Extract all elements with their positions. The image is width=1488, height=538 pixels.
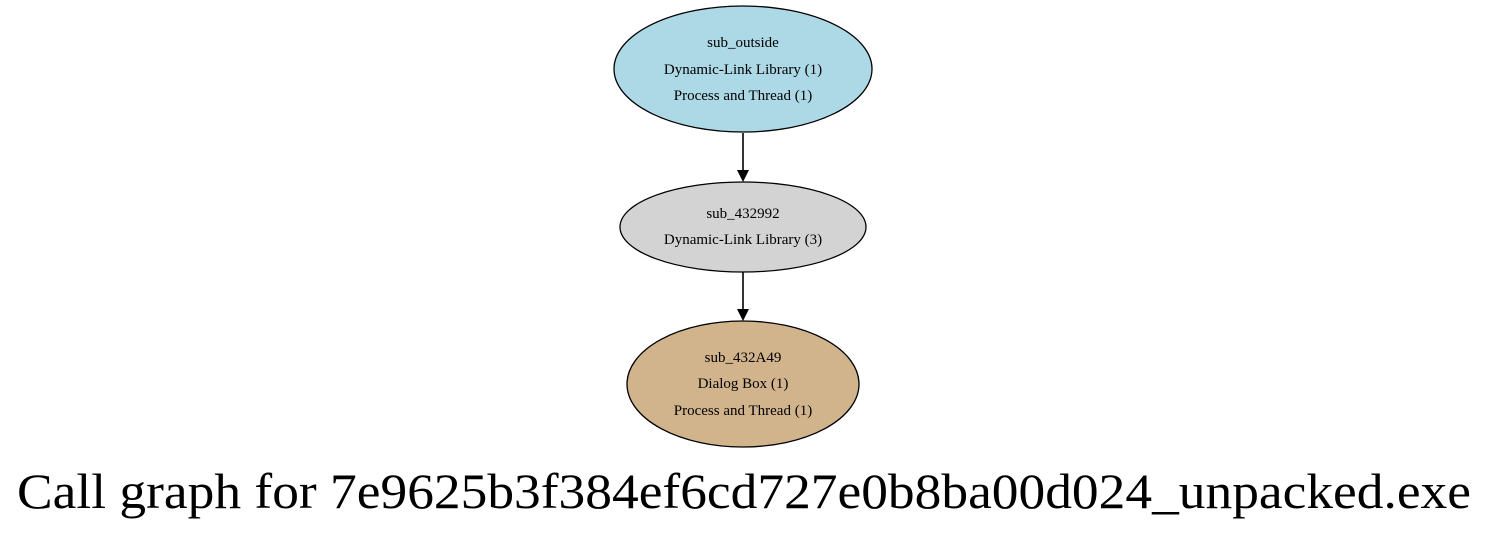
node-shape xyxy=(619,181,867,273)
edge-sub_outside-to-sub_432992 xyxy=(737,133,749,182)
node-shape xyxy=(626,320,860,448)
node-name: sub_432992 xyxy=(706,206,779,222)
node-category: Dialog Box (1) xyxy=(698,376,789,392)
node-category: Process and Thread (1) xyxy=(674,88,812,104)
node-sub-outside[interactable]: sub_outside Dynamic-Link Library (1) Pro… xyxy=(613,5,873,133)
node-shape xyxy=(613,5,873,133)
node-category: Dynamic-Link Library (3) xyxy=(664,232,822,248)
graph-title: Call graph for 7e9625b3f384ef6cd727e0b8b… xyxy=(17,463,1471,519)
node-sub-432992[interactable]: sub_432992 Dynamic-Link Library (3) xyxy=(619,181,867,273)
node-name: sub_outside xyxy=(707,35,779,51)
arrowhead-icon xyxy=(737,170,749,182)
node-category: Process and Thread (1) xyxy=(674,403,812,419)
node-sub-432a49[interactable]: sub_432A49 Dialog Box (1) Process and Th… xyxy=(626,320,860,448)
node-name: sub_432A49 xyxy=(705,350,782,366)
edge-sub_432992-to-sub_432A49 xyxy=(737,272,749,321)
arrowhead-icon xyxy=(737,309,749,321)
node-category: Dynamic-Link Library (1) xyxy=(664,62,822,78)
